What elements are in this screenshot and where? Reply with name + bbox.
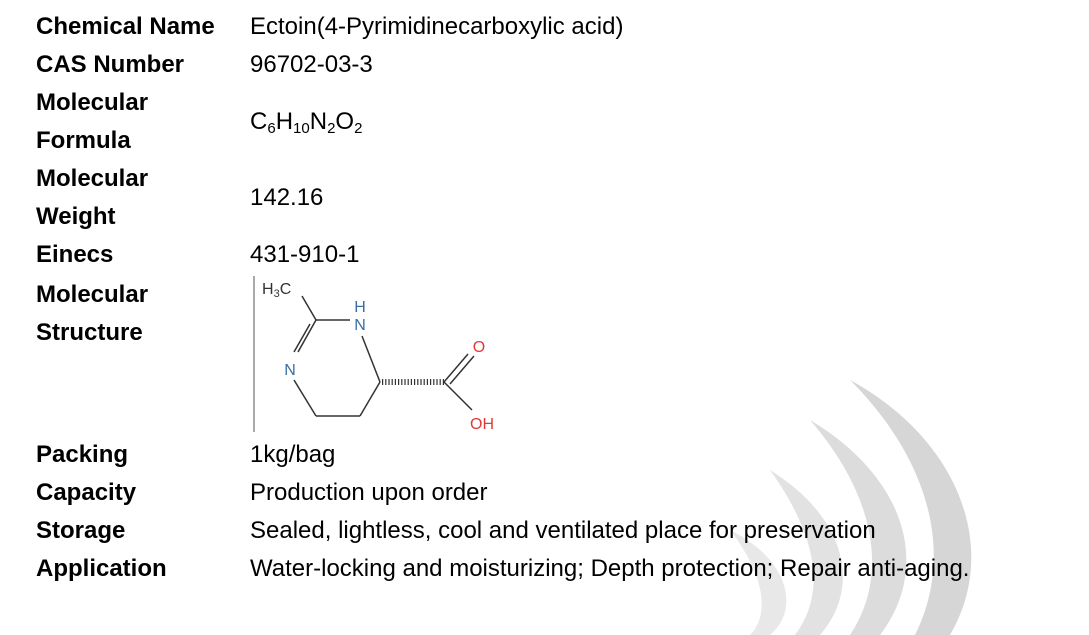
label-application: Application	[36, 555, 167, 582]
row-molecular-weight: Molecular Weight 142.16	[36, 160, 1086, 236]
spec-table: Chemical Name Ectoin(4-Pyrimidinecarboxy…	[36, 8, 1086, 588]
row-application: Application Water-locking and moisturizi…	[36, 550, 1086, 588]
svg-text:N: N	[284, 362, 296, 379]
label-chemical-name: Chemical Name	[36, 13, 215, 40]
label-molecular-formula: Molecular Formula	[36, 84, 250, 160]
ectoin-structure-icon: H3C H N N O OH	[253, 276, 494, 433]
value-application: Water-locking and moisturizing; Depth pr…	[250, 555, 970, 582]
label-capacity: Capacity	[36, 479, 137, 506]
label-molecular-formula-line2: Formula	[36, 127, 131, 154]
molecular-structure-image: H3C H N N O OH	[250, 274, 520, 436]
value-capacity: Production upon order	[250, 479, 488, 506]
svg-text:O: O	[473, 339, 485, 356]
label-molecular-weight-line2: Weight	[36, 203, 116, 230]
row-packing: Packing 1kg/bag	[36, 436, 1086, 474]
label-molecular-weight: Molecular Weight	[36, 160, 250, 236]
row-molecular-structure: Molecular Structure H3C H N N	[36, 274, 1086, 436]
row-molecular-formula: Molecular Formula C6H10N2O2	[36, 84, 1086, 160]
label-storage: Storage	[36, 517, 126, 544]
value-molecular-formula: C6H10N2O2	[250, 108, 363, 137]
label-molecular-weight-line1: Molecular	[36, 165, 149, 192]
value-packing: 1kg/bag	[250, 441, 336, 468]
label-molecular-structure-line1: Molecular	[36, 281, 149, 308]
label-cas-number: CAS Number	[36, 51, 185, 78]
label-einecs: Einecs	[36, 241, 114, 268]
row-chemical-name: Chemical Name Ectoin(4-Pyrimidinecarboxy…	[36, 8, 1086, 46]
value-chemical-name: Ectoin(4-Pyrimidinecarboxylic acid)	[250, 13, 624, 40]
row-storage: Storage Sealed, lightless, cool and vent…	[36, 512, 1086, 550]
row-einecs: Einecs 431-910-1	[36, 236, 1086, 274]
row-cas-number: CAS Number 96702-03-3	[36, 46, 1086, 84]
value-storage: Sealed, lightless, cool and ventilated p…	[250, 517, 876, 544]
label-packing: Packing	[36, 441, 129, 468]
value-einecs: 431-910-1	[250, 241, 360, 268]
label-molecular-formula-line1: Molecular	[36, 89, 149, 116]
row-capacity: Capacity Production upon order	[36, 474, 1086, 512]
svg-text:H: H	[354, 299, 366, 316]
label-molecular-structure-line2: Structure	[36, 319, 143, 346]
svg-text:H3C: H3C	[262, 281, 291, 300]
svg-text:N: N	[354, 317, 366, 334]
value-cas-number: 96702-03-3	[250, 51, 373, 78]
label-molecular-structure: Molecular Structure	[36, 274, 250, 352]
value-molecular-weight: 142.16	[250, 184, 324, 211]
svg-text:OH: OH	[470, 416, 494, 433]
